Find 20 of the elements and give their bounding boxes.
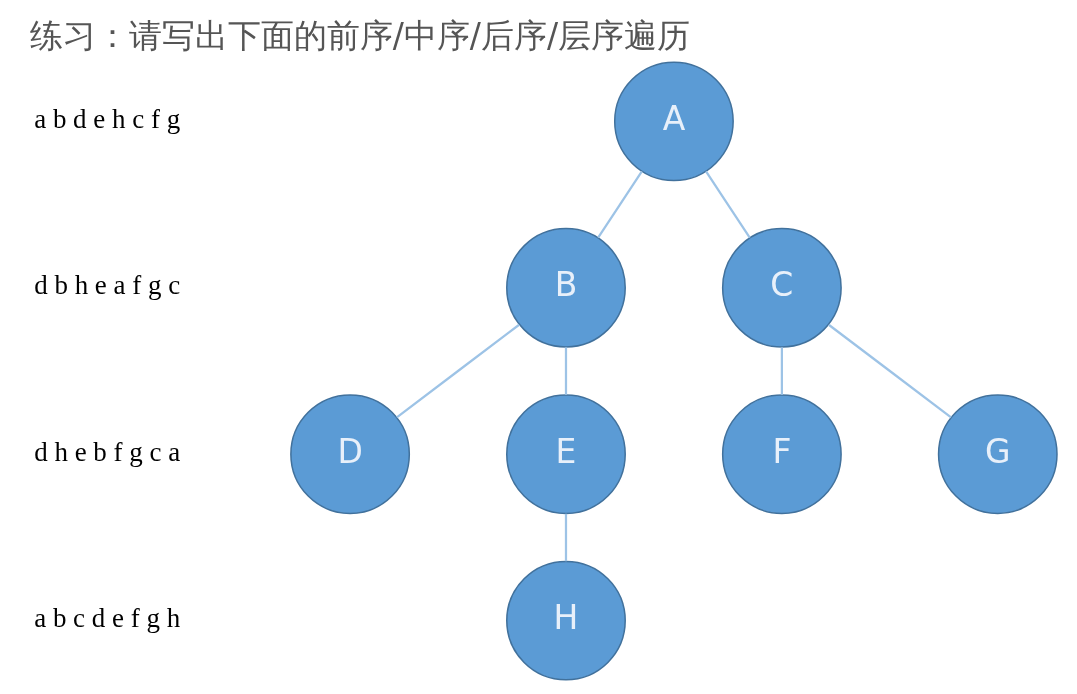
label: d b h e a f g c: [33, 270, 180, 301]
node-circle: G: [937, 394, 1058, 515]
node-circle: C: [721, 227, 842, 348]
node-circle: A: [613, 61, 734, 182]
node-circle: H: [505, 560, 626, 681]
diagram-title: 练习：请写出下面的前序/中序/后序/层序遍历: [29, 15, 690, 55]
node-circle: D: [289, 394, 410, 515]
label: d h e b f g c a: [33, 436, 180, 467]
node-circle: F: [721, 394, 842, 515]
label: a b c d e f g h: [33, 603, 180, 634]
connector: [827, 323, 952, 419]
node-circle: B: [505, 227, 626, 348]
connector: [780, 347, 783, 395]
connector: [564, 347, 567, 395]
label: a b d e h c f g: [33, 103, 180, 134]
connector: [395, 323, 520, 419]
node-circle: E: [505, 394, 626, 515]
connector: [596, 170, 643, 239]
connector: [704, 170, 751, 239]
connector: [564, 513, 567, 562]
